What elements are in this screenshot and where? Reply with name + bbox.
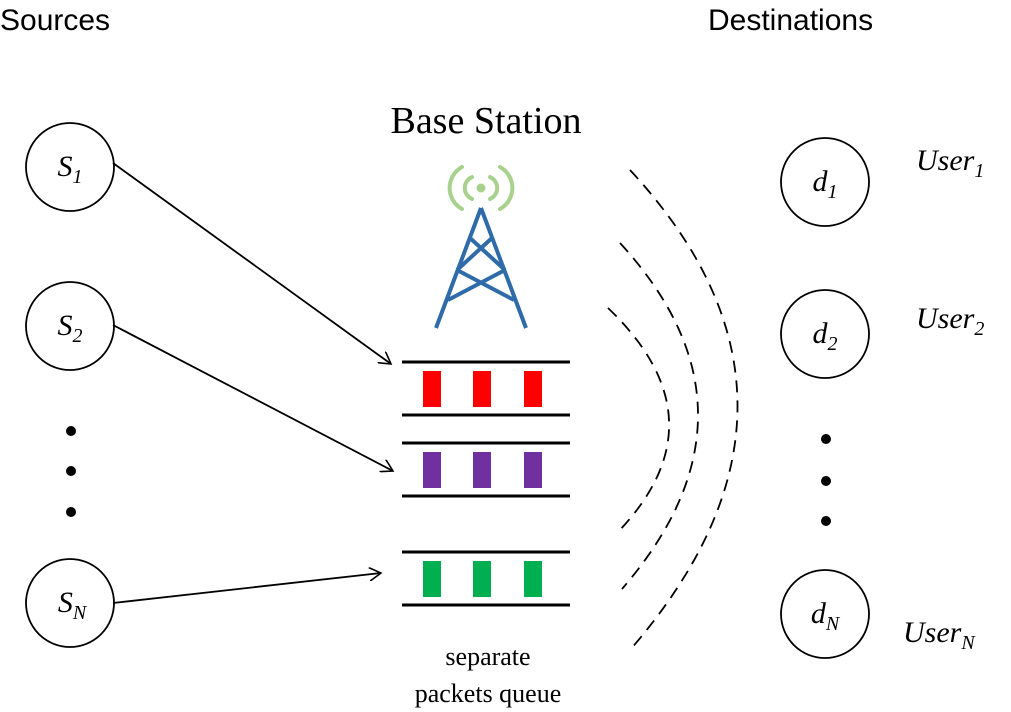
- destination-node-1: d1: [780, 137, 870, 227]
- destination-label-1: d: [813, 165, 829, 198]
- destination-node-2: d2: [780, 289, 870, 379]
- tower-frame: [434, 207, 528, 329]
- base-station-title: Base Station: [390, 100, 581, 142]
- sources-header: Sources: [0, 4, 110, 37]
- source-sub-1: 1: [73, 166, 83, 188]
- destination-label-N: d: [811, 597, 827, 630]
- broadcast-waves: [607, 169, 739, 651]
- user-label-1: User1: [916, 144, 984, 182]
- destination-sub-N: N: [825, 613, 841, 635]
- packet: [423, 561, 441, 597]
- destination-sub-2: 2: [828, 333, 838, 355]
- svg-text:S2: S2: [58, 309, 83, 347]
- arrow-s1-to-queue-1: [112, 162, 391, 364]
- source-sub-2: 2: [73, 325, 83, 347]
- source-label-2: S: [58, 309, 73, 342]
- destinations-header: Destinations: [708, 4, 873, 37]
- packet: [473, 371, 491, 407]
- packet: [423, 371, 441, 407]
- svg-text:SN: SN: [58, 586, 88, 624]
- destination-ellipsis: [821, 434, 831, 526]
- svg-text:d1: d1: [813, 165, 838, 203]
- signal-waves: [447, 165, 515, 211]
- packet-queue-N: [402, 550, 570, 607]
- packet: [473, 561, 491, 597]
- queue-caption-line-1: separate: [445, 642, 530, 671]
- destination-node-N: dN: [780, 569, 870, 659]
- svg-text:dN: dN: [811, 597, 841, 635]
- source-node-N: SN: [25, 558, 115, 648]
- user-label-N: UserN: [903, 616, 976, 654]
- packet: [524, 371, 542, 407]
- source-sub-N: N: [72, 602, 88, 624]
- source-ellipsis: [66, 426, 76, 517]
- queue-caption-line-2: packets queue: [415, 679, 562, 708]
- antenna-dot: [476, 183, 486, 193]
- source-label-N: S: [58, 586, 73, 619]
- packet: [524, 452, 542, 488]
- packet-queue-1: [402, 360, 570, 417]
- wave-arc-outer: [629, 169, 739, 651]
- packet-queue-2: [402, 441, 570, 498]
- packet: [524, 561, 542, 597]
- svg-text:d2: d2: [813, 317, 838, 355]
- source-label-1: S: [58, 150, 73, 183]
- arrow-sN-to-queue-N: [112, 573, 381, 604]
- cell-tower-icon: [434, 165, 528, 329]
- svg-text:S1: S1: [58, 150, 83, 188]
- arrow-s2-to-queue-2: [112, 324, 393, 471]
- destination-sub-1: 1: [828, 181, 838, 203]
- packet: [423, 452, 441, 488]
- destination-label-2: d: [813, 317, 829, 350]
- packet: [473, 452, 491, 488]
- wave-arc-middle: [619, 242, 699, 590]
- source-arrows: [112, 162, 393, 604]
- wave-arc-inner: [607, 307, 670, 533]
- source-node-2: S2: [25, 281, 115, 371]
- user-label-2: User2: [916, 302, 984, 340]
- source-node-1: S1: [25, 122, 115, 212]
